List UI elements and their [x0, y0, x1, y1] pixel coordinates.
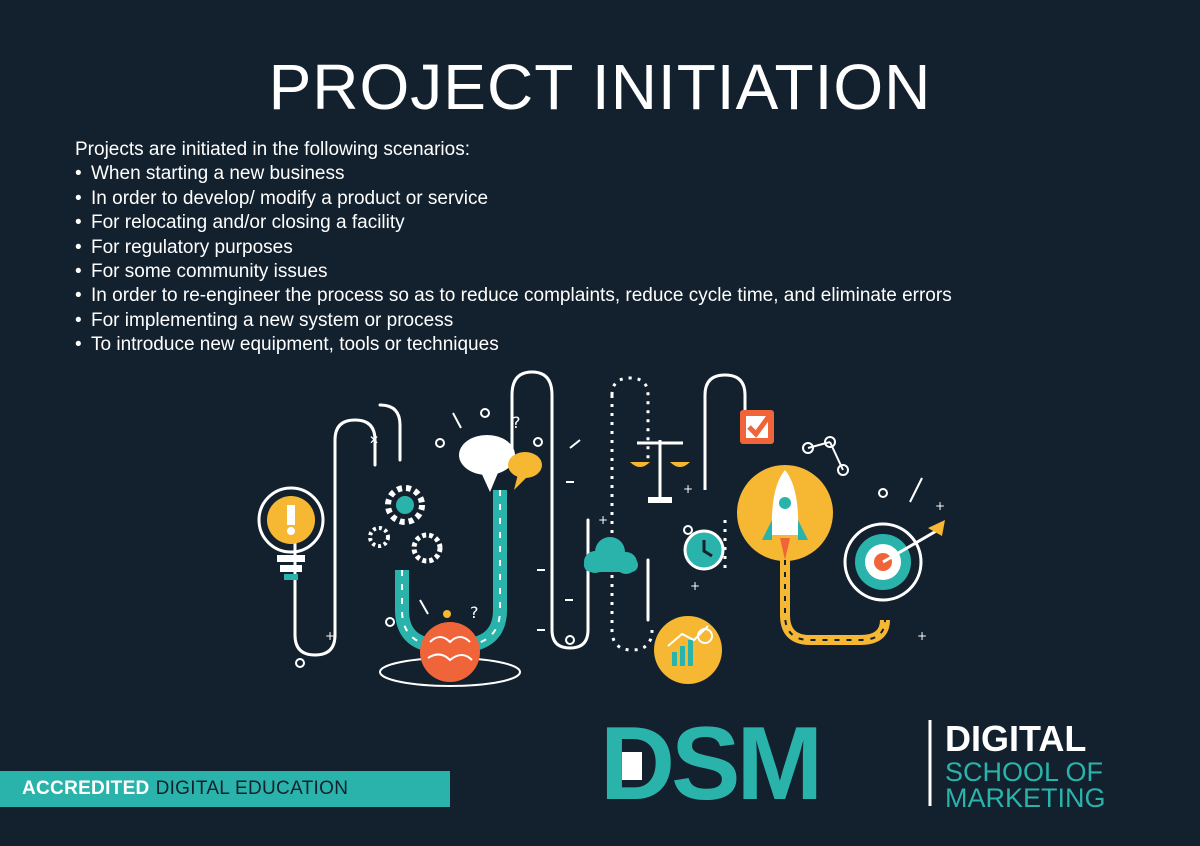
intro-text: Projects are initiated in the following …	[75, 139, 470, 160]
dotted-path	[610, 395, 654, 652]
logo-line1: DIGITAL	[945, 718, 1086, 759]
list-item: •For relocating and/or closing a facilit…	[75, 212, 405, 234]
clock-icon	[683, 529, 725, 571]
logo-line3: MARKETING	[945, 783, 1106, 813]
scenario-list: •When starting a new business •In order …	[75, 162, 1155, 357]
badge-light-text: DIGITAL EDUCATION	[155, 778, 349, 799]
list-item: •To introduce new equipment, tools or te…	[75, 334, 499, 356]
lightbulb-icon	[257, 486, 325, 580]
brain-icon	[379, 490, 521, 687]
list-item: •For implementing a new system or proces…	[75, 309, 454, 331]
badge-strong-text: ACCREDITED	[22, 778, 150, 799]
winding-path	[703, 373, 747, 490]
process-illustration: ✕ + + + + + +? ?	[257, 370, 945, 687]
logo-mark-notch	[622, 752, 642, 780]
list-item: •For regulatory purposes	[75, 236, 293, 258]
share-nodes-icon	[802, 436, 849, 476]
logo-line2: SCHOOL OF	[945, 757, 1103, 787]
svg-text:+: +	[690, 579, 700, 593]
winding-path	[510, 370, 590, 650]
scenario-list-block: Projects are initiated in the following …	[75, 138, 1155, 358]
svg-text:?: ?	[470, 603, 479, 622]
list-item: •When starting a new business	[75, 163, 345, 185]
accreditation-badge: ACCREDITED DIGITAL EDUCATION	[0, 771, 450, 807]
list-item: •In order to re-engineer the process so …	[75, 285, 952, 307]
decorative-plus-marks: ✕ + + + + + +? ?	[325, 413, 945, 643]
svg-text:✕: ✕	[369, 433, 379, 447]
svg-text:?: ?	[512, 413, 521, 432]
decorative-marks	[295, 408, 923, 668]
winding-path	[293, 403, 402, 657]
list-item: •For some community issues	[75, 261, 328, 283]
cloud-icon	[584, 537, 638, 574]
speech-bubbles-icon	[459, 435, 542, 492]
page-title: PROJECT INITIATION	[268, 51, 932, 123]
target-icon	[843, 520, 945, 602]
checkbox-icon	[740, 410, 775, 444]
growth-chart-icon	[654, 616, 722, 684]
scales-icon	[630, 440, 690, 503]
gears-icon	[368, 485, 443, 564]
svg-text:+: +	[917, 629, 927, 643]
svg-text:+: +	[935, 499, 945, 513]
dotted-path	[610, 376, 650, 460]
rocket-icon	[737, 465, 890, 645]
svg-text:+: +	[598, 513, 608, 527]
list-item: •In order to develop/ modify a product o…	[75, 187, 489, 209]
svg-text:+: +	[325, 629, 335, 643]
svg-text:+: +	[683, 482, 693, 496]
dsm-logo: DSM DIGITAL SCHOOL OF MARKETING	[600, 706, 1106, 816]
